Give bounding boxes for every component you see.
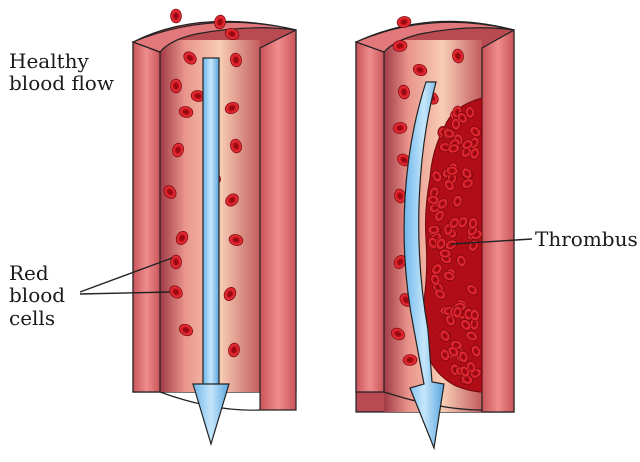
red-blood-cell: [170, 9, 181, 23]
healthy-vessel: [133, 9, 296, 444]
red-blood-cell: [170, 255, 181, 269]
healthy-vessel-right-wall: [260, 30, 296, 410]
thrombus-vessel-right-wall: [482, 30, 514, 412]
thrombus-label: Thrombus: [535, 228, 638, 250]
thrombus-vessel: [356, 15, 514, 448]
red-blood-cell: [170, 79, 181, 93]
thrombus-vessel-left-wall: [356, 42, 384, 392]
red-blood-cell: [403, 354, 417, 366]
